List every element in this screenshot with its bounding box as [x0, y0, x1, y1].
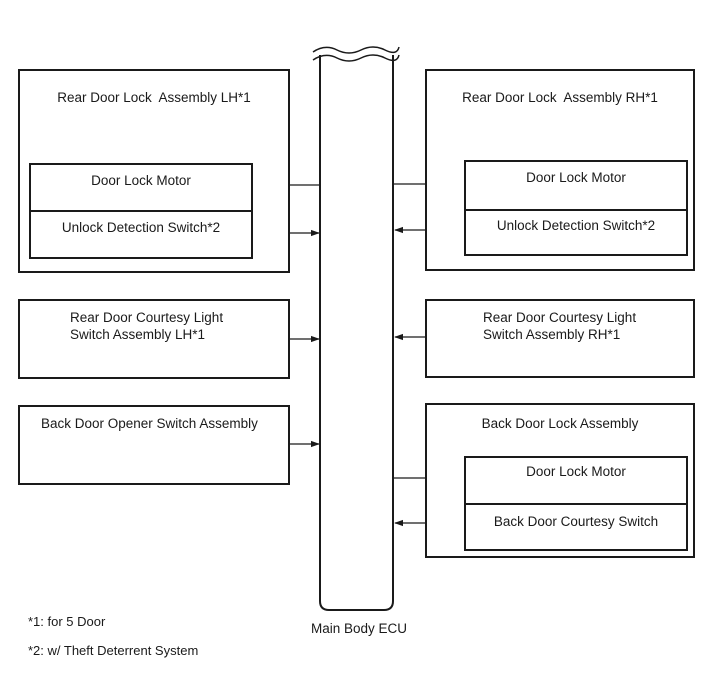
courtesy-rh-line2: Switch Assembly RH*1 — [483, 327, 621, 342]
lh-unlock-detection-switch: Unlock Detection Switch*2 — [61, 220, 221, 235]
back-opener-title: Back Door Opener Switch Assembly — [41, 416, 258, 431]
courtesy-lh-line1: Rear Door Courtesy Light — [70, 310, 224, 325]
lh-component-divider — [31, 210, 251, 212]
rear-door-lock-rh-components: Door Lock Motor Unlock Detection Switch*… — [464, 160, 688, 256]
rear-door-lock-lh-components: Door Lock Motor Unlock Detection Switch*… — [29, 163, 253, 259]
back-door-lock-components: Door Lock Motor Back Door Courtesy Switc… — [464, 456, 688, 551]
rear-door-lock-assembly-rh: Rear Door Lock Assembly RH*1 Door Lock M… — [425, 69, 695, 271]
back-door-opener-switch-assembly: Back Door Opener Switch Assembly — [18, 405, 290, 485]
footnote-2: *2: w/ Theft Deterrent System — [28, 643, 199, 658]
rh-component-divider — [466, 209, 686, 211]
back-door-lock-title: Back Door Lock Assembly — [481, 416, 639, 431]
rear-door-courtesy-light-switch-rh: Rear Door Courtesy Light Switch Assembly… — [425, 299, 695, 378]
back-door-lock-assembly: Back Door Lock Assembly Door Lock Motor … — [425, 403, 695, 558]
rh-door-lock-motor: Door Lock Motor — [526, 170, 626, 185]
footnote-1: *1: for 5 Door — [28, 614, 106, 629]
rear-door-lock-rh-title: Rear Door Lock Assembly RH*1 — [462, 90, 658, 105]
rear-door-lock-lh-title: Rear Door Lock Assembly LH*1 — [57, 90, 251, 105]
courtesy-rh-line1: Rear Door Courtesy Light — [483, 310, 637, 325]
main-body-ecu-bar — [312, 46, 400, 611]
back-door-courtesy-switch: Back Door Courtesy Switch — [493, 514, 659, 529]
back-component-divider — [466, 503, 686, 505]
rh-unlock-detection-switch: Unlock Detection Switch*2 — [496, 218, 656, 233]
lh-door-lock-motor: Door Lock Motor — [91, 173, 191, 188]
courtesy-lh-line2: Switch Assembly LH*1 — [70, 327, 206, 342]
rear-door-lock-assembly-lh: Rear Door Lock Assembly LH*1 Door Lock M… — [18, 69, 290, 273]
rear-door-courtesy-light-switch-lh: Rear Door Courtesy Light Switch Assembly… — [18, 299, 290, 379]
back-door-lock-motor: Door Lock Motor — [526, 464, 626, 479]
main-body-ecu-label: Main Body ECU — [311, 621, 408, 636]
